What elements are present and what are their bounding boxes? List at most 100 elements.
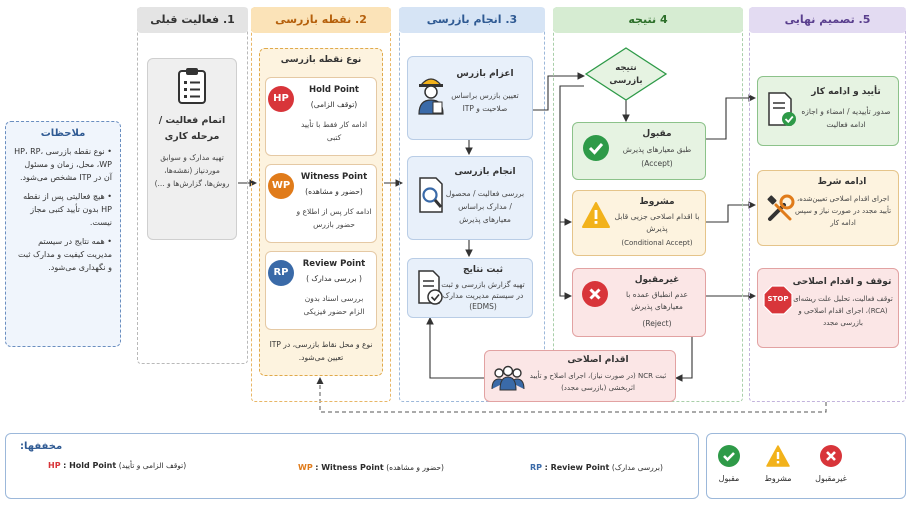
inspect-body: بررسی فعالیت / محصول / مدارک براساس معیا… [445, 189, 525, 224]
hp-badge: HP [268, 86, 294, 112]
notes-box: ملاحظات • نوع نقطه بازرسی HP، RP، WP، مح… [5, 121, 121, 347]
note-text-1: نوع نقطه بازرسی HP، RP، WP، محل، زمان و … [14, 147, 112, 182]
notes-title: ملاحظات [40, 128, 86, 139]
stop-sign-icon [763, 285, 793, 315]
abbrev-rp-desc: (بررسی مدارک) [611, 463, 663, 472]
abbreviations-box [5, 433, 699, 499]
arrow-conditional-to-continue [706, 201, 757, 223]
reject-body: عدم انطباق عمده با معیارهای پذیرش [626, 290, 688, 311]
rp-name: Review Point [302, 259, 366, 269]
arrow-feedback-loop [316, 377, 827, 413]
activity-body: تهیه مدارک و سوابق موردنیاز (نقشه‌ها، رو… [154, 153, 230, 188]
note-item-1: • نوع نقطه بازرسی HP، RP، WP، محل، زمان … [14, 147, 112, 182]
conditional-title: مشروط [639, 197, 675, 207]
abbrev-wp: WP : Witness Point (حضور و مشاهده) [298, 463, 498, 472]
dispatch-title: اعزام بازرس [456, 69, 514, 79]
inspect-title: انجام بازرسی [454, 167, 516, 177]
legend-box [706, 433, 906, 499]
arrow-decision-to-conditional [559, 85, 584, 226]
rp-desc: بررسی اسناد بدون الزام حضور فیزیکی [303, 294, 365, 316]
abbrev-rp-name: : Review Point [544, 463, 610, 472]
tools-icon [767, 194, 795, 221]
record-body: تهیه گزارش بازرسی و ثبت در سیستم مدیریت … [441, 280, 525, 311]
document-magnifier-icon [419, 177, 443, 213]
abbrev-hp-desc: (توقف الزامی و تأیید) [118, 461, 187, 470]
wp-badge: WP [268, 173, 294, 199]
inspect-card: انجام بازرسی بررسی فعالیت / محصول / مدار… [407, 156, 533, 240]
legend-conditional-label: مشروط [764, 474, 792, 483]
legend-accept-icon [718, 445, 740, 467]
record-title: ثبت نتایج [462, 265, 503, 275]
warning-icon [582, 202, 610, 228]
abbrev-hp: HP : Hold Point (توقف الزامی و تأیید) [48, 461, 258, 470]
abbrev-hp-name: : Hold Point [63, 461, 117, 470]
continue-title: ادامه شرط [817, 177, 867, 187]
wp-sub: (حضور و مشاهده) [305, 187, 363, 196]
accept-title: مقبول [642, 129, 672, 139]
abbrev-wp-code: WP [298, 463, 313, 472]
column-header-5: 5. تصمیم نهایی [749, 7, 906, 33]
approved-document-icon [768, 92, 796, 126]
abbreviations-title: مخففها: [20, 441, 63, 452]
wp-name: Witness Point [300, 172, 368, 182]
team-icon [491, 365, 525, 391]
arrow-accept-to-approve [706, 94, 757, 140]
column-header-2: 2. نقطه بازرسی [251, 7, 391, 33]
approve-body: صدور تأییدیه / امضاء و اجازه ادامه فعالی… [801, 107, 891, 129]
conditional-body: با اقدام اصلاحی جزیی قابل پذیرش [614, 212, 700, 233]
legend-accept-label: مقبول [718, 474, 740, 483]
clipboard-icon [178, 68, 206, 104]
reject-en: (Reject) [642, 319, 672, 328]
legend-conditional-icon [766, 445, 790, 467]
corrective-card: اقدام اصلاحی ثبت NCR (در صورت نیاز)، اجر… [484, 350, 676, 402]
stop-body: توقف فعالیت، تحلیل علت ریشه‌ای (RCA)، اج… [793, 295, 893, 327]
decision-label: نتیجه بازرسی [609, 63, 643, 86]
approve-title: تأیید و ادامه کار [811, 87, 881, 97]
decision-diamond [584, 47, 668, 101]
abbrev-rp-code: RP [530, 463, 543, 472]
notes-list: • نوع نقطه بازرسی HP، RP، WP، محل، زمان … [14, 145, 112, 274]
rp-sub: ( بررسی مدارک ) [306, 274, 362, 283]
reject-title: غیرمقبول [634, 275, 680, 285]
column-header-3: 3. انجام بازرسی [399, 7, 545, 33]
accept-body: طبق معیارهای پذیرش [622, 145, 692, 154]
approve-card: تأیید و ادامه کار صدور تأییدیه / امضاء و… [757, 76, 899, 146]
continue-card: ادامه شرط اجرای اقدام اصلاحی تعیین‌شده، … [757, 170, 899, 246]
note-item-3: • همه نتایج در سیستم مدیریت کیفیت و مدار… [17, 237, 112, 272]
dispatch-body: تعیین بازرس براساس صلاحیت و ITP [451, 91, 519, 113]
note-text-3: همه نتایج در سیستم مدیریت کیفیت و مدارک … [17, 237, 112, 272]
continue-body: اجرای اقدام اصلاحی تعیین‌شده، تأیید مجدد… [794, 195, 892, 227]
reject-x-icon [582, 281, 608, 307]
note-item-2: • هیچ فعالیتی پس از نقطه HP بدون تأیید ک… [23, 192, 112, 227]
legend-reject-icon [820, 445, 842, 467]
inspection-points-footer: نوع و محل نقاط بازرسی، در ITP تعیین می‌ش… [269, 340, 373, 362]
hold-point-card: HP Hold Point (توقف الزامی) ادامه کار فق… [265, 77, 377, 156]
inspection-points-header: نوع نقطه بازرسی [280, 55, 362, 65]
witness-point-card: WP Witness Point (حضور و مشاهده) ادامه ک… [265, 164, 377, 243]
inspector-icon [418, 78, 444, 115]
reject-card: غیرمقبول عدم انطباق عمده با معیارهای پذی… [572, 268, 706, 337]
record-card: ثبت نتایج تهیه گزارش بازرسی و ثبت در سیس… [407, 258, 533, 318]
dispatch-card: اعزام بازرس تعیین بازرس براساس صلاحیت و … [407, 56, 533, 140]
abbrev-wp-desc: (حضور و مشاهده) [386, 463, 444, 472]
arrow-record-to-decision [533, 72, 586, 111]
corrective-body: ثبت NCR (در صورت نیاز)، اجرای اصلاح و تأ… [529, 372, 667, 392]
stop-card: STOP توقف و اقدام اصلاحی توقف فعالیت، تح… [757, 268, 899, 348]
hp-name: Hold Point [308, 85, 359, 95]
conditional-en: (Conditional Accept) [621, 239, 693, 247]
hp-sub: (توقف الزامی) [310, 100, 358, 109]
stop-sign-label: STOP [767, 295, 789, 303]
wp-desc: ادامه کار پس از اطلاع و حضور بازرس [296, 207, 372, 229]
accept-en: (Accept) [641, 159, 673, 168]
arrow-decision-to-reject [559, 222, 573, 300]
activity-card: اتمام فعالیت / مرحله کاری تهیه مدارک و س… [147, 58, 237, 240]
column-header-4: 4 نتیجه [553, 7, 743, 33]
arrow-reject-to-corrective [674, 337, 693, 382]
review-point-card: RP Review Point ( بررسی مدارک ) بررسی اس… [265, 251, 377, 330]
corrective-title: اقدام اصلاحی [567, 355, 629, 365]
abbrev-wp-name: : Witness Point [315, 463, 384, 472]
activity-title: اتمام فعالیت / مرحله کاری [158, 115, 226, 142]
accept-check-icon [583, 135, 609, 161]
stop-title: توقف و اقدام اصلاحی [792, 277, 892, 287]
column-header-1: 1. فعالیت قبلی [137, 7, 248, 33]
